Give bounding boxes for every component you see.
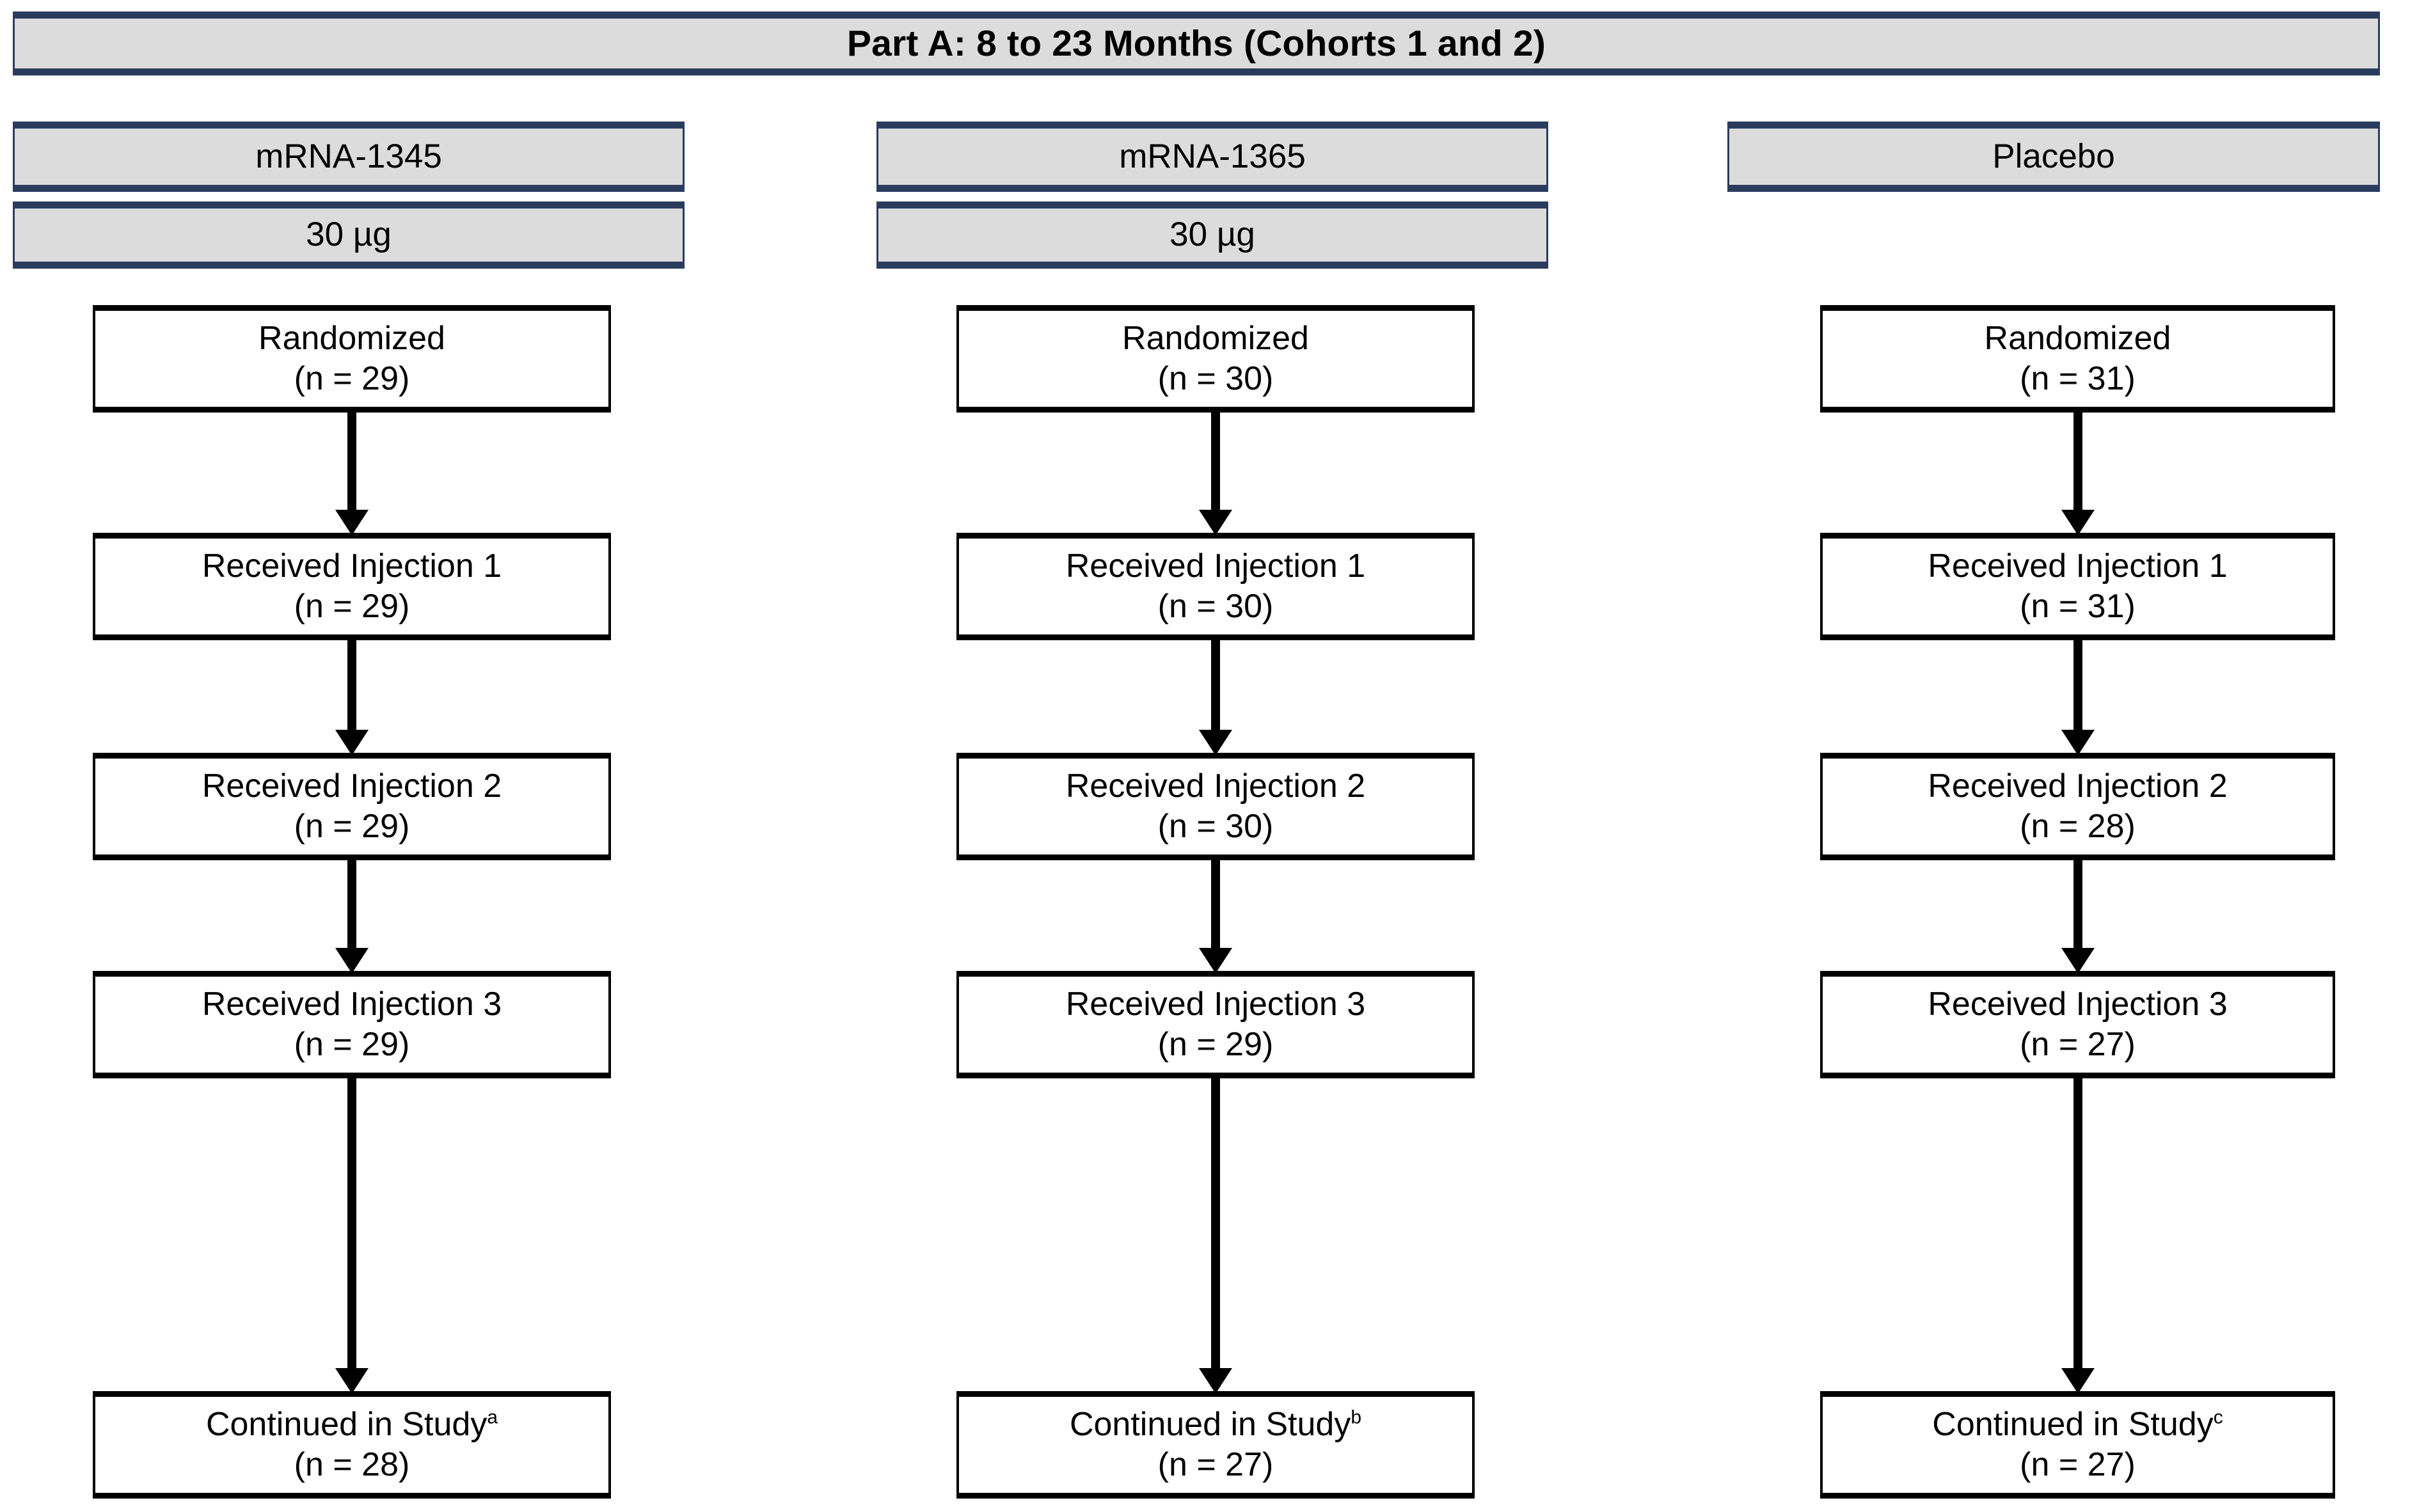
node-label: Received Injection 2 — [1928, 766, 2227, 807]
node-1-2: Received Injection 1(n = 29) — [93, 533, 611, 640]
node-label: Received Injection 1 — [202, 546, 502, 587]
connector-arrow-head — [2061, 510, 2095, 535]
node-2-3: Received Injection 2(n = 30) — [956, 753, 1475, 860]
node-footnote-marker: b — [1351, 1406, 1362, 1428]
node-label: Randomized — [258, 319, 445, 359]
column-dose-2: 30 µg — [876, 201, 1548, 269]
connector-arrow-shaft — [347, 860, 356, 948]
node-label-text: Received Injection 1 — [1065, 547, 1366, 585]
column-dose-label: 30 µg — [306, 216, 392, 254]
node-label: Received Injection 2 — [1066, 766, 1365, 807]
node-count: (n = 29) — [294, 1026, 410, 1063]
node-1-3: Received Injection 2(n = 29) — [93, 753, 611, 860]
node-count: (n = 27) — [1157, 1446, 1274, 1483]
node-1-1: Randomized(n = 29) — [93, 305, 611, 413]
connector-arrow-shaft — [2073, 860, 2082, 948]
node-count: (n = 29) — [1157, 1026, 1274, 1063]
node-label-text: Received Injection 3 — [202, 985, 502, 1023]
node-label-text: Received Injection 3 — [1928, 985, 2228, 1023]
node-count: (n = 29) — [294, 360, 410, 397]
connector-arrow-head — [2061, 948, 2095, 973]
node-label: Received Injection 2 — [202, 766, 502, 807]
node-count: (n = 30) — [1157, 808, 1274, 845]
node-label-text: Received Injection 2 — [202, 767, 502, 805]
connector-arrow-head — [335, 730, 369, 755]
node-count: (n = 28) — [294, 1446, 410, 1483]
node-2-5: Continued in Studyb(n = 27) — [956, 1391, 1475, 1499]
node-label-text: Randomized — [258, 319, 445, 357]
connector-arrow-shaft — [2073, 640, 2082, 730]
connector-arrow-head — [335, 948, 369, 973]
connector-arrow-shaft — [2073, 1078, 2082, 1368]
connector-arrow-shaft — [1211, 1078, 1220, 1368]
node-count: (n = 28) — [2020, 808, 2136, 845]
column-dose-label: 30 µg — [1169, 216, 1255, 254]
node-label: Continued in Studyc — [1932, 1405, 2223, 1445]
connector-arrow-shaft — [347, 1078, 356, 1368]
node-label: Received Injection 1 — [1066, 546, 1365, 587]
column-header-label: mRNA-1345 — [255, 137, 442, 175]
node-1-5: Continued in Studya(n = 28) — [93, 1391, 611, 1499]
node-1-4: Received Injection 3(n = 29) — [93, 971, 611, 1078]
part-a-banner: Part A: 8 to 23 Months (Cohorts 1 and 2) — [13, 12, 2380, 75]
connector-arrow-shaft — [1211, 860, 1220, 948]
node-label-text: Received Injection 2 — [1928, 767, 2228, 805]
connector-arrow-head — [1199, 730, 1232, 755]
connector-arrow-shaft — [347, 413, 356, 510]
column-header-2: mRNA-1365 — [876, 122, 1548, 192]
connector-arrow-head — [2061, 1368, 2095, 1394]
node-3-1: Randomized(n = 31) — [1820, 305, 2335, 413]
node-label-text: Continued in Study — [205, 1405, 488, 1443]
node-count: (n = 31) — [2020, 588, 2136, 625]
column-header-label: Placebo — [1992, 137, 2115, 175]
node-label-text: Received Injection 1 — [1928, 547, 2228, 585]
node-3-5: Continued in Studyc(n = 27) — [1820, 1391, 2335, 1499]
connector-arrow-head — [1199, 510, 1232, 535]
node-3-4: Received Injection 3(n = 27) — [1820, 971, 2335, 1078]
node-label-text: Received Injection 3 — [1065, 985, 1366, 1023]
node-label: Randomized — [1985, 319, 2171, 359]
node-2-4: Received Injection 3(n = 29) — [956, 971, 1475, 1078]
node-label-text: Received Injection 1 — [202, 547, 502, 585]
node-label: Continued in Studyb — [1070, 1405, 1361, 1445]
column-header-label: mRNA-1365 — [1119, 137, 1306, 175]
connector-arrow-head — [2061, 730, 2095, 755]
node-label: Received Injection 3 — [1066, 984, 1365, 1025]
node-label: Continued in Studya — [206, 1405, 498, 1445]
node-label-text: Continued in Study — [1932, 1405, 2214, 1443]
column-header-3: Placebo — [1727, 122, 2380, 192]
node-3-2: Received Injection 1(n = 31) — [1820, 533, 2335, 640]
node-label-text: Received Injection 2 — [1065, 767, 1366, 805]
connector-arrow-shaft — [1211, 640, 1220, 730]
node-count: (n = 30) — [1157, 588, 1274, 625]
node-label: Received Injection 1 — [1928, 546, 2227, 587]
node-footnote-marker: a — [487, 1406, 498, 1428]
column-header-1: mRNA-1345 — [13, 122, 685, 192]
column-dose-1: 30 µg — [13, 201, 685, 269]
connector-arrow-head — [1199, 948, 1232, 973]
node-label: Randomized — [1122, 319, 1309, 359]
connector-arrow-shaft — [1211, 413, 1220, 510]
connector-arrow-shaft — [347, 640, 356, 730]
connector-arrow-head — [335, 1368, 369, 1394]
node-label-text: Continued in Study — [1069, 1405, 1351, 1443]
node-count: (n = 31) — [2020, 360, 2136, 397]
node-2-1: Randomized(n = 30) — [956, 305, 1475, 413]
part-a-banner-title: Part A: 8 to 23 Months (Cohorts 1 and 2) — [846, 22, 1546, 64]
node-count: (n = 29) — [294, 588, 410, 625]
connector-arrow-head — [335, 510, 369, 535]
connector-arrow-head — [1199, 1368, 1232, 1394]
node-label-text: Randomized — [1984, 319, 2171, 357]
node-2-2: Received Injection 1(n = 30) — [956, 533, 1475, 640]
node-3-3: Received Injection 2(n = 28) — [1820, 753, 2335, 860]
node-count: (n = 27) — [2020, 1026, 2136, 1063]
node-count: (n = 27) — [2020, 1446, 2136, 1483]
node-label: Received Injection 3 — [1928, 984, 2227, 1025]
node-label-text: Randomized — [1122, 319, 1309, 357]
node-footnote-marker: c — [2213, 1406, 2223, 1428]
node-label: Received Injection 3 — [202, 984, 502, 1025]
connector-arrow-shaft — [2073, 413, 2082, 510]
node-count: (n = 30) — [1157, 360, 1274, 397]
node-count: (n = 29) — [294, 808, 410, 845]
